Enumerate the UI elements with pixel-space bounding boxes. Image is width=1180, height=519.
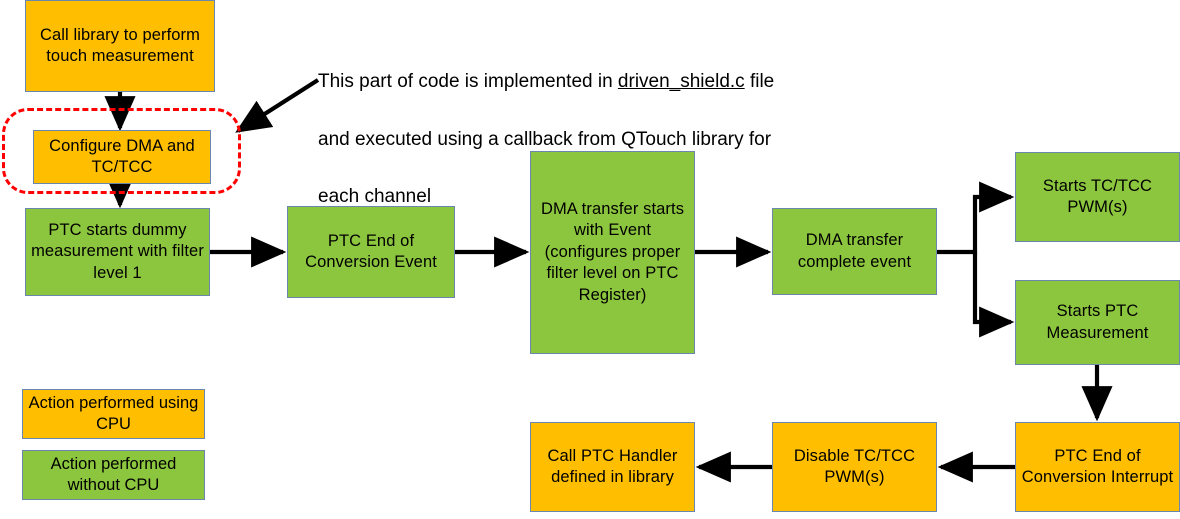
annotation-text: This part of code is implemented in driv… bbox=[318, 10, 878, 241]
node-ptc-eoc-event[interactable]: PTC End of Conversion Event bbox=[287, 206, 455, 298]
edge-annotation-pointer bbox=[235, 78, 320, 133]
annotation-line-3: each channel bbox=[318, 186, 432, 208]
node-dma-complete[interactable]: DMA transfer complete event bbox=[772, 208, 937, 295]
legend-item-non-cpu: Action performed without CPU bbox=[22, 450, 205, 500]
node-disable-pwm-label: Disable TC/TCC PWM(s) bbox=[793, 446, 916, 486]
node-dma-complete-label: DMA transfer complete event bbox=[797, 231, 912, 271]
legend-item-cpu: Action performed using CPU bbox=[22, 389, 205, 439]
node-ptc-dummy[interactable]: PTC starts dummy measurement with filter… bbox=[25, 208, 210, 296]
node-starts-pwm-label: Starts TC/TCC PWM(s) bbox=[1042, 176, 1153, 216]
edge-dma-complete-to-starts-pwm bbox=[937, 181, 1015, 255]
node-dma-start-label: DMA transfer starts with Event (configur… bbox=[540, 199, 685, 304]
node-ptc-eoc-interrupt-label: PTC End of Conversion Interrupt bbox=[1021, 446, 1174, 486]
node-call-handler[interactable]: Call PTC Handler defined in library bbox=[530, 422, 695, 512]
node-ptc-eoc-event-label: PTC End of Conversion Event bbox=[305, 231, 437, 271]
node-ptc-eoc-interrupt[interactable]: PTC End of Conversion Interrupt bbox=[1015, 422, 1180, 512]
legend-item-cpu-label: Action performed using CPU bbox=[28, 393, 199, 433]
node-configure-dma-label: Configure DMA and TC/TCC bbox=[49, 136, 195, 176]
edge-dma-complete-to-starts-ptc bbox=[972, 252, 1015, 338]
node-dma-start[interactable]: DMA transfer starts with Event (configur… bbox=[530, 151, 695, 354]
annotation-line-1: This part of code is implemented in driv… bbox=[318, 39, 878, 97]
node-disable-pwm[interactable]: Disable TC/TCC PWM(s) bbox=[772, 422, 937, 512]
annotation-line-1-before: This part of code is implemented in bbox=[318, 70, 618, 92]
node-call-handler-label: Call PTC Handler defined in library bbox=[547, 446, 678, 486]
node-ptc-dummy-label: PTC starts dummy measurement with filter… bbox=[31, 220, 204, 282]
node-configure-dma[interactable]: Configure DMA and TC/TCC bbox=[33, 130, 211, 184]
annotation-file-name: driven_shield.c bbox=[617, 70, 745, 92]
node-call-library[interactable]: Call library to perform touch measuremen… bbox=[25, 0, 215, 92]
annotation-line-1-after: file bbox=[744, 70, 775, 92]
node-starts-ptc-label: Starts PTC Measurement bbox=[1046, 302, 1149, 342]
legend-item-non-cpu-label: Action performed without CPU bbox=[50, 454, 177, 494]
annotation-line-2: and executed using a callback from QTouc… bbox=[318, 128, 772, 150]
node-call-library-label: Call library to perform touch measuremen… bbox=[39, 25, 200, 65]
node-starts-ptc[interactable]: Starts PTC Measurement bbox=[1015, 280, 1180, 365]
node-starts-pwm[interactable]: Starts TC/TCC PWM(s) bbox=[1015, 152, 1180, 242]
